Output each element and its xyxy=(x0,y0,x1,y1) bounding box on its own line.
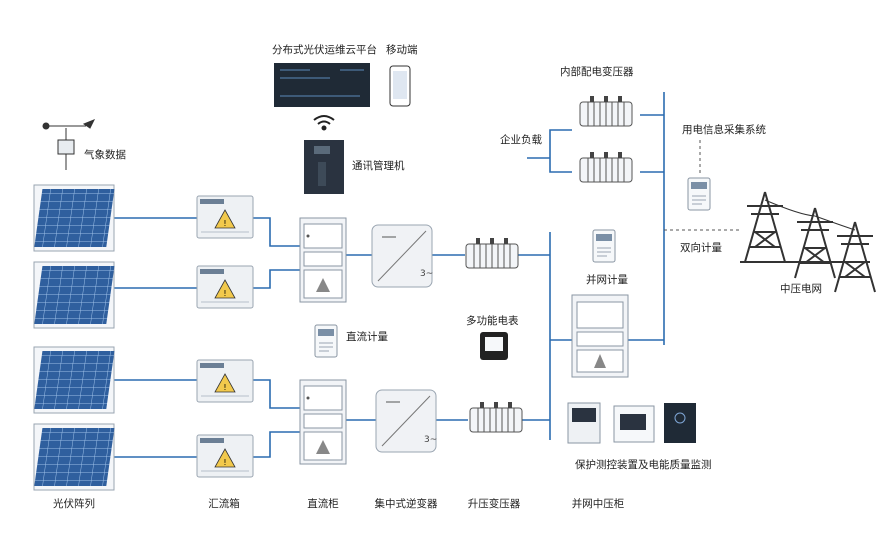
weather-station xyxy=(42,119,96,170)
label-enterprise-load: 企业负载 xyxy=(500,134,542,146)
bidirectional-meter-device xyxy=(687,177,711,211)
mv-cabinet-device xyxy=(571,294,629,378)
pv-panel-1 xyxy=(33,184,115,252)
comm-manager-unit xyxy=(304,140,344,194)
mobile-phone xyxy=(389,65,411,107)
label-combiner: 汇流箱 xyxy=(208,498,240,510)
dashed-lines xyxy=(664,140,740,231)
transmission-towers xyxy=(740,191,876,293)
pv-panel-4 xyxy=(33,423,115,491)
dc-cabinet-1 xyxy=(299,217,347,303)
wifi-icon xyxy=(313,115,335,131)
label-mobile: 移动端 xyxy=(386,44,418,56)
label-mv-grid: 中压电网 xyxy=(780,283,822,295)
cloud-platform-screen xyxy=(274,63,370,107)
label-bidirectional-meter: 双向计量 xyxy=(680,242,722,254)
step-up-transformer-1 xyxy=(465,237,519,269)
internal-transformer-1 xyxy=(579,95,633,127)
inverter-symbol-2: 3~ xyxy=(424,435,437,445)
connection-lines xyxy=(113,92,665,458)
combiner-box-4 xyxy=(196,434,254,478)
inverter-symbol-1: 3~ xyxy=(420,269,433,279)
label-step-up: 升压变压器 xyxy=(467,498,521,510)
dc-meter-device xyxy=(314,324,338,358)
protection-devices xyxy=(567,402,696,444)
label-multi-meter: 多功能电表 xyxy=(466,315,519,327)
combiner-box-2 xyxy=(196,265,254,309)
pv-panel-2 xyxy=(33,261,115,329)
dc-cabinet-2 xyxy=(299,379,347,465)
label-mv-cabinet: 并网中压柜 xyxy=(571,498,625,510)
grid-meter-device xyxy=(592,229,616,263)
combiner-box-3 xyxy=(196,359,254,403)
label-weather: 气象数据 xyxy=(84,149,126,161)
label-pv-array: 光伏阵列 xyxy=(53,498,95,510)
label-cloud-platform: 分布式光伏运维云平台 xyxy=(272,44,377,56)
label-protection: 保护测控装置及电能质量监测 xyxy=(575,459,712,471)
step-up-transformer-2 xyxy=(469,401,523,433)
label-inverter: 集中式逆变器 xyxy=(374,498,438,510)
label-metering-system: 用电信息采集系统 xyxy=(682,124,766,136)
label-dc-meter: 直流计量 xyxy=(346,331,388,343)
label-internal-transformer: 内部配电变压器 xyxy=(560,66,634,78)
internal-transformer-2 xyxy=(579,151,633,183)
label-comm-manager: 通讯管理机 xyxy=(352,160,405,172)
combiner-box-1 xyxy=(196,195,254,239)
pv-panel-3 xyxy=(33,346,115,414)
label-grid-meter: 并网计量 xyxy=(586,274,628,286)
multi-function-meter-device xyxy=(480,332,508,360)
label-dc-cabinet: 直流柜 xyxy=(307,498,339,510)
